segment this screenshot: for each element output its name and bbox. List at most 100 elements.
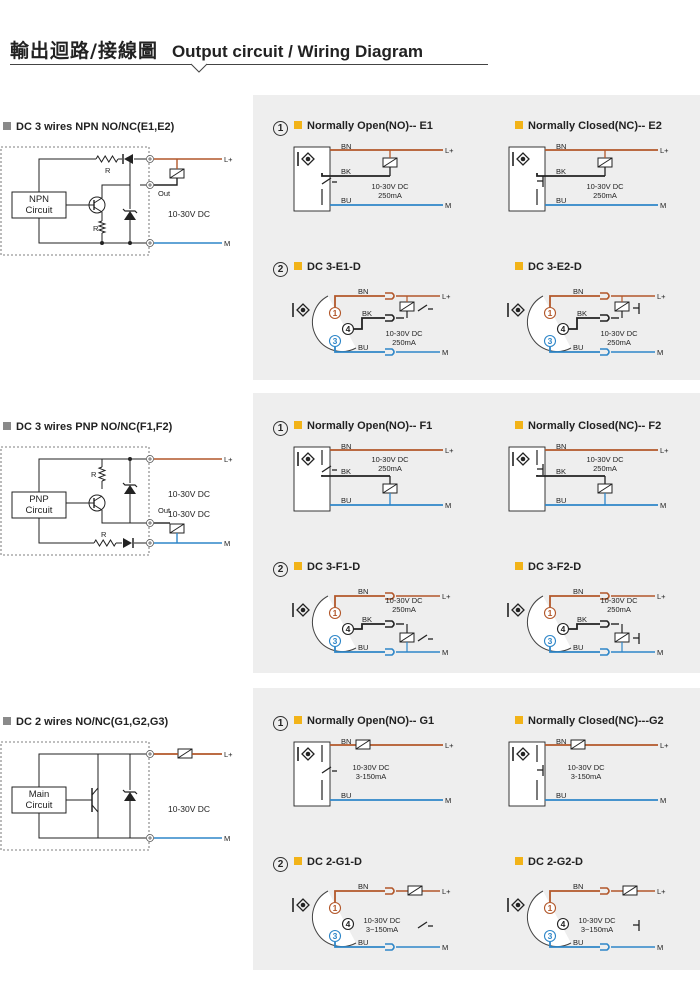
terminal-minus: M: [442, 943, 448, 952]
switch-contact-icon: [417, 634, 433, 642]
panel-title-text: Normally Closed(NC)-- E2: [528, 120, 662, 132]
circuit-label-2: Circuit: [26, 505, 53, 516]
terminal-minus: M: [224, 239, 230, 248]
wire: [38, 218, 146, 244]
panel-title-d1: 2 DC 3-E1-D: [273, 261, 361, 277]
terminal-plus: L+: [224, 455, 233, 464]
rating-voltage: 10-30V DC: [600, 329, 638, 338]
rating-voltage: 10-30V DC: [371, 182, 409, 191]
blue-connector-icon: [600, 943, 610, 951]
terminal-minus: M: [445, 796, 451, 805]
orange-square-icon: [515, 562, 523, 570]
blue-wire: [549, 347, 600, 353]
pin-1-icon: 1: [328, 306, 342, 320]
circuit-label-1: Main: [29, 789, 50, 800]
wire-label-bk: BK: [341, 167, 351, 176]
pin-1-icon: 1: [328, 606, 342, 620]
diode-icon: [122, 154, 133, 164]
row-number-icon: 2: [273, 262, 288, 277]
panel-title-d2: DC 3-F2-D: [515, 561, 581, 573]
terminal-minus: M: [660, 796, 666, 805]
switch-contact-icon: [633, 303, 640, 314]
circuit-box: [11, 786, 67, 814]
blue-connector-icon: [600, 648, 610, 656]
title-notch: [190, 63, 208, 73]
black-wire: [354, 623, 385, 630]
pin-label: 1: [548, 308, 553, 318]
terminal-minus: M: [442, 348, 448, 357]
diode-icon: [123, 538, 134, 548]
black-connector-icon: [385, 314, 395, 322]
black-wire: [321, 173, 390, 177]
black-wire: [154, 178, 178, 186]
row-number-icon: 1: [273, 421, 288, 436]
terminal-plus: L+: [660, 446, 669, 455]
terminal-plus: L+: [442, 887, 451, 896]
wire-label-bu: BU: [358, 643, 368, 652]
terminal-plus: L+: [445, 741, 454, 750]
rating-voltage: 10-30V DC: [363, 916, 401, 925]
zener-diode-icon: [122, 482, 138, 494]
pin-1-icon: 1: [543, 901, 557, 915]
terminal-plus: L+: [442, 592, 451, 601]
circuit-wire: [38, 158, 96, 192]
panel-title-text: Normally Open(NO)-- F1: [307, 420, 433, 432]
terminal-minus: M: [224, 539, 230, 548]
rating-voltage: 10-30V DC: [586, 182, 624, 191]
circuit-label-1: PNP: [29, 494, 49, 505]
pin-4-icon: 4: [341, 322, 355, 336]
circuit-label-2: Circuit: [26, 800, 53, 811]
transistor-icon: [87, 196, 106, 214]
pin-label: 4: [561, 324, 566, 334]
gray-square-icon: [3, 122, 11, 130]
rating-current: 3-150mA: [571, 772, 601, 781]
pin-3-icon: 3: [328, 929, 342, 943]
panel-title-d2: DC 2-G2-D: [515, 856, 583, 868]
sensor-icon: [292, 303, 310, 317]
pin-label: 1: [548, 608, 553, 618]
black-wire: [321, 475, 390, 477]
wire-label-bu: BU: [556, 196, 566, 205]
resistor-icon: [93, 539, 117, 547]
pin-3-icon: 3: [328, 634, 342, 648]
black-wire: [536, 475, 605, 477]
resistor-icon: [95, 155, 119, 163]
terminal-plus: L+: [660, 741, 669, 750]
terminal-icon: [146, 455, 154, 463]
blue-wire: [334, 942, 385, 948]
wire-label-bk: BK: [577, 615, 587, 624]
sensor-icon: [512, 452, 530, 466]
row-number-icon: 1: [273, 716, 288, 731]
title-en: Output circuit / Wiring Diagram: [171, 42, 424, 61]
orange-square-icon: [294, 421, 302, 429]
pin-label: 1: [548, 903, 553, 913]
brown-wire: [549, 890, 600, 902]
brown-wire: [549, 595, 600, 607]
brown-connector-icon: [385, 592, 395, 600]
wire-label-bk: BK: [362, 309, 372, 318]
wire-label-bn: BN: [556, 442, 566, 451]
terminal-icon: [146, 181, 154, 189]
rating-current: 250mA: [593, 191, 617, 200]
wire: [101, 159, 131, 198]
sensor-icon: [507, 603, 525, 617]
wire-label-bk: BK: [556, 167, 566, 176]
left-section-title: DC 2 wires NO/NC(G1,G2,G3): [3, 716, 168, 728]
pin-label: 1: [333, 608, 338, 618]
blue-wire: [549, 942, 600, 948]
pin-4-icon: 4: [556, 322, 570, 336]
wire-label-bk: BK: [556, 467, 566, 476]
panel-title-nc: Normally Closed(NC)-- F2: [515, 420, 661, 432]
orange-square-icon: [294, 857, 302, 865]
wire-label-bu: BU: [556, 496, 566, 505]
panel-title-text: Normally Closed(NC)---G2: [528, 715, 664, 727]
wire: [38, 813, 146, 839]
pin-label: 4: [561, 919, 566, 929]
gray-square-icon: [3, 422, 11, 430]
wire-label-bu: BU: [358, 938, 368, 947]
wire-label-bn: BN: [341, 142, 351, 151]
panel-title-text: DC 3-E1-D: [307, 261, 361, 273]
